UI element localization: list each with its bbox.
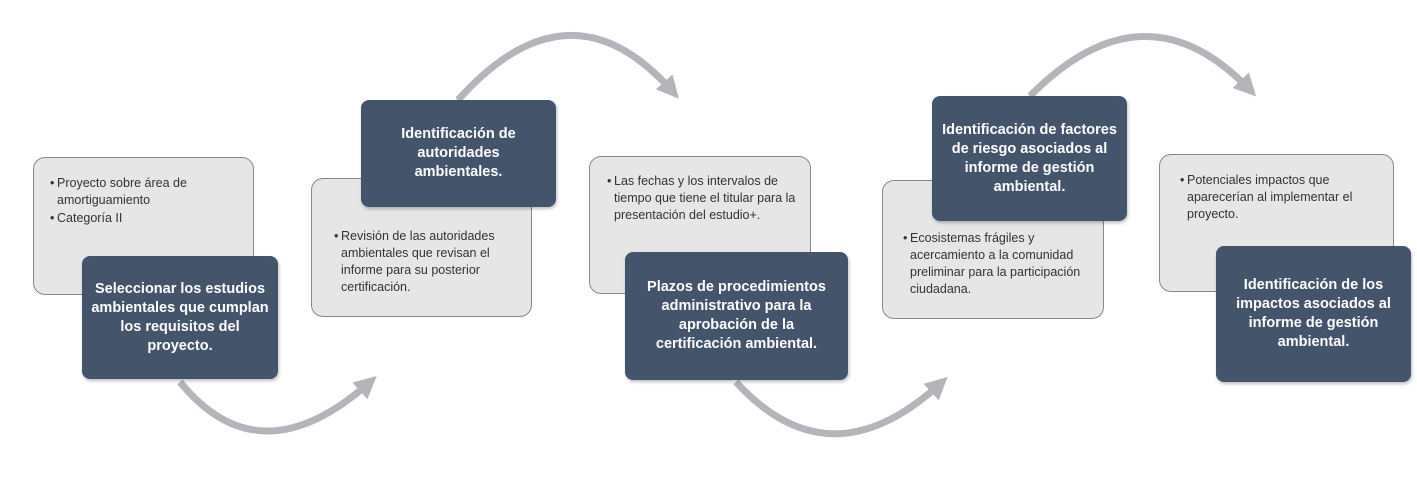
step-4-bullet-1: Ecosistemas frágiles y acercamiento a la… — [903, 230, 1081, 298]
step-1-bullet-2: Categoría II — [50, 210, 239, 227]
step-3-title: Plazos de procedimientos administrativo … — [647, 279, 826, 352]
step-5-bullet-1: Potenciales impactos que aparecerían al … — [1180, 172, 1375, 223]
arrow-2-to-3 — [455, 31, 679, 103]
step-3-bullet-1: Las fechas y los intervalos de tiempo qu… — [607, 173, 796, 224]
arrow-4-to-5 — [1027, 33, 1257, 99]
step-1-detail-box: Proyecto sobre área de amortiguamiento C… — [33, 157, 254, 295]
step-3-header: Plazos de procedimientos administrativo … — [625, 252, 848, 380]
arrow-3-to-4 — [733, 376, 948, 438]
step-4-header: Identificación de factores de riesgo aso… — [932, 96, 1127, 221]
step-5-header: Identificación de los impactos asociados… — [1216, 246, 1411, 382]
step-1-header: Seleccionar los estudios ambientales que… — [82, 256, 278, 379]
arrow-1-to-2 — [177, 376, 377, 435]
step-4-title: Identificación de factores de riesgo aso… — [942, 121, 1117, 195]
step-1-title: Seleccionar los estudios ambientales que… — [91, 280, 269, 354]
step-2-header: Identificación de autoridades ambientale… — [361, 100, 556, 207]
step-2-bullet-1: Revisión de las autoridades ambientales … — [334, 228, 511, 296]
step-2-title: Identificación de autoridades ambientale… — [401, 126, 516, 180]
step-5-title: Identificación de los impactos asociados… — [1236, 277, 1391, 350]
step-1-bullet-1: Proyecto sobre área de amortiguamiento — [50, 175, 239, 209]
